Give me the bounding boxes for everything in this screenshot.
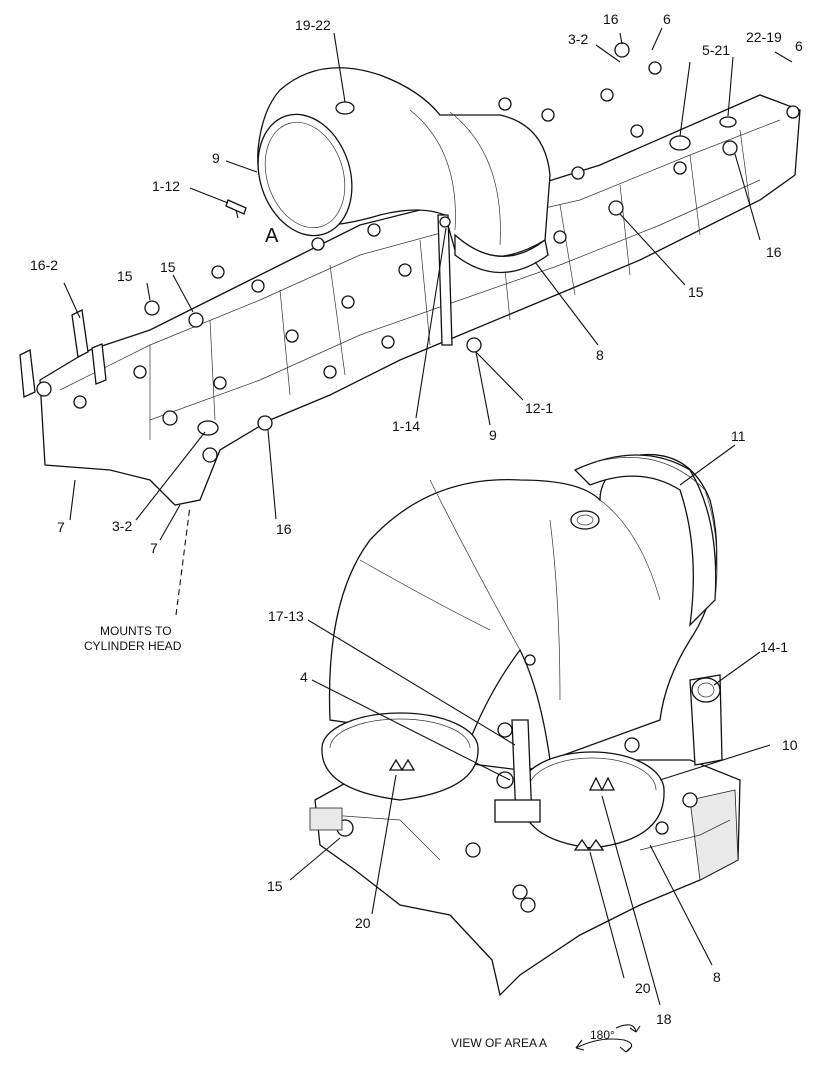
callout-16-2: 16-2	[30, 257, 58, 273]
callout-1-14: 1-14	[392, 418, 420, 434]
mounts-note-line1: MOUNTS TO	[100, 624, 172, 638]
callout-14-1: 14-1	[760, 639, 788, 655]
callout-16-right: 16	[766, 244, 782, 260]
callout-3-2-bottom: 3-2	[112, 518, 132, 534]
callout-19-22: 19-22	[295, 17, 331, 33]
callout-18: 18	[656, 1011, 672, 1027]
callout-8-lower: 8	[713, 969, 721, 985]
leader-lines	[63, 27, 793, 1006]
upper-bolt-heads	[36, 42, 800, 463]
callout-7-mid: 7	[150, 540, 158, 556]
callout-20-right: 20	[635, 980, 651, 996]
callout-4: 4	[300, 669, 308, 685]
callout-3-2-top: 3-2	[568, 31, 588, 47]
callout-5-21: 5-21	[702, 42, 730, 58]
callout-15-a: 15	[117, 268, 133, 284]
callout-9-top: 9	[212, 150, 220, 166]
callout-16-top: 16	[603, 11, 619, 27]
callout-1-12: 1-12	[152, 178, 180, 194]
callout-labels: 19-22 16 6 3-2 22-19 6 5-21 9 1-12 A 16 …	[30, 11, 803, 1027]
diagram-notes: MOUNTS TO CYLINDER HEAD VIEW OF AREA A 1…	[84, 624, 641, 1053]
callout-15-b: 15	[160, 259, 176, 275]
rotation-label: 180°	[590, 1028, 615, 1042]
rotation-arrow-icon	[575, 1024, 641, 1053]
callout-17-13: 17-13	[268, 608, 304, 624]
callout-11: 11	[731, 428, 746, 444]
callout-16-bottom: 16	[276, 521, 292, 537]
callout-9-bottom: 9	[489, 427, 497, 443]
view-of-area-label: VIEW OF AREA A	[451, 1036, 547, 1050]
callout-8-top: 8	[596, 347, 604, 363]
callout-22-19: 22-19	[746, 29, 782, 45]
callout-20-left: 20	[355, 915, 371, 931]
mounts-note-line2: CYLINDER HEAD	[84, 639, 182, 653]
lower-bolt-heads	[336, 654, 698, 913]
callout-10: 10	[782, 737, 798, 753]
upper-manifold-assembly	[19, 42, 801, 506]
area-a-detail-view	[309, 453, 741, 997]
callout-15-right: 15	[688, 284, 704, 300]
callout-area-a: A	[265, 225, 279, 247]
callout-6-right: 6	[795, 38, 803, 54]
callout-12-1: 12-1	[525, 400, 553, 416]
callout-6-top: 6	[663, 11, 671, 27]
callout-7-left: 7	[57, 519, 65, 535]
callout-15-lower: 15	[267, 878, 283, 894]
